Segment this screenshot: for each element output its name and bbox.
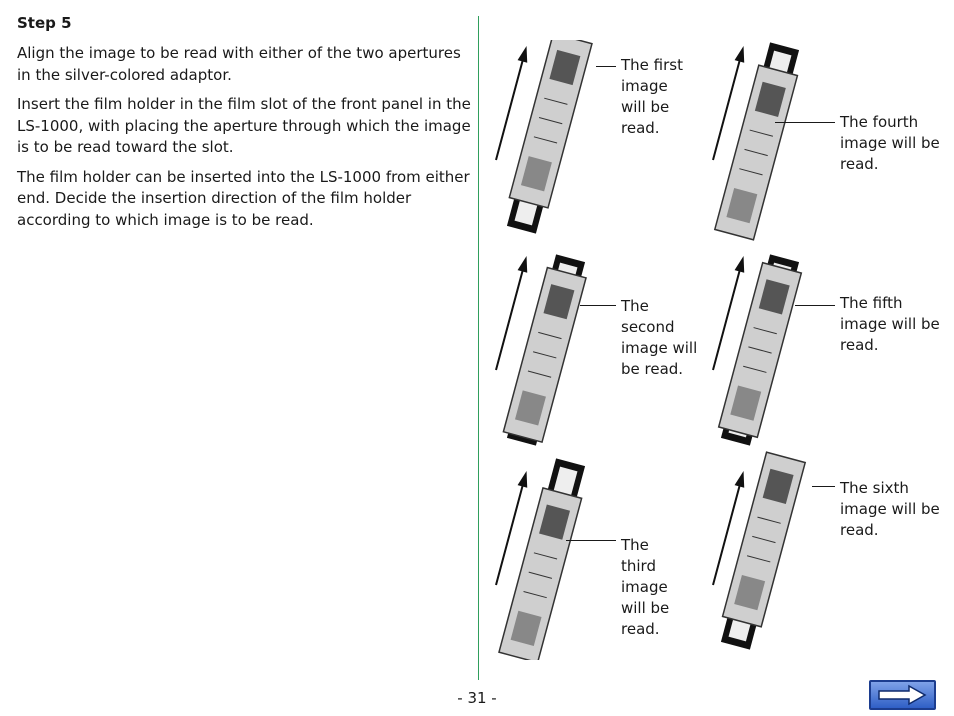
holder-illustration-6 xyxy=(720,451,806,650)
instruction-paragraph-3: The film holder can be inserted into the… xyxy=(17,167,470,229)
column-divider xyxy=(478,16,479,680)
next-page-button[interactable] xyxy=(869,680,936,710)
caption-leader-2 xyxy=(580,305,616,306)
instructions: Step 5 Align the image to be read with e… xyxy=(17,14,472,239)
holder-illustration-3 xyxy=(498,458,586,660)
holder-illustration-5 xyxy=(717,254,803,446)
instruction-paragraph-1: Align the image to be read with either o… xyxy=(17,44,461,84)
caption-leader-5 xyxy=(795,305,835,306)
instruction-paragraph-2: Insert the film holder in the film slot … xyxy=(17,95,471,156)
holder-illustration-4 xyxy=(714,42,800,241)
arrow-right-icon xyxy=(878,684,927,706)
page-number: - 31 - xyxy=(457,689,497,707)
step-title: Step 5 xyxy=(17,14,72,32)
caption-leader-1 xyxy=(596,66,616,67)
holder-illustration-1 xyxy=(506,40,593,234)
caption-leader-6 xyxy=(812,486,835,487)
holder-illustration-2 xyxy=(502,254,587,446)
caption-leader-4 xyxy=(775,122,835,123)
caption-leader-3 xyxy=(566,540,616,541)
